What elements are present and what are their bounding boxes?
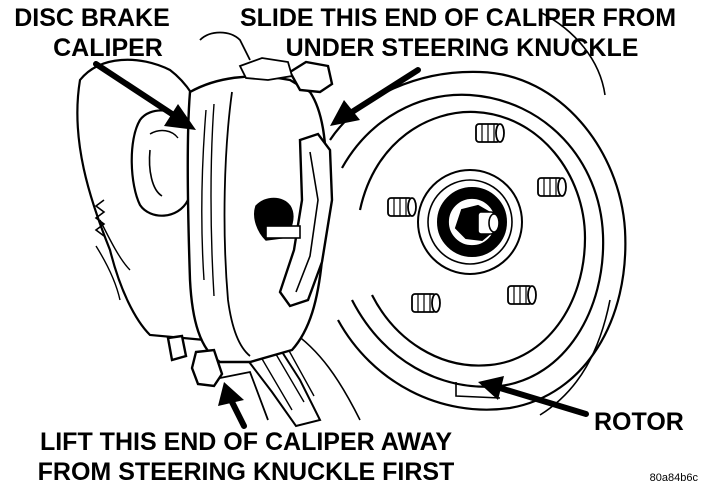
knuckle-lines bbox=[149, 129, 179, 139]
rotor-hat-edge bbox=[358, 110, 587, 367]
thumbnail bbox=[148, 149, 163, 197]
label-slide-line-2: UNDER STEERING KNUCKLE bbox=[285, 34, 639, 62]
wheel-stud-right bbox=[537, 177, 567, 197]
rotor-inner-edge bbox=[341, 93, 605, 388]
wheel-stud-bottom-right bbox=[507, 285, 537, 305]
label-rotor: ROTOR bbox=[594, 408, 684, 436]
figure-code: 80a84b6c bbox=[649, 472, 698, 484]
rotor-outer-edge bbox=[329, 70, 627, 411]
label-slide-line-1: SLIDE THIS END OF CALIPER FROM bbox=[239, 4, 677, 32]
glove-cuff bbox=[199, 31, 251, 61]
arrow-caliper bbox=[93, 61, 196, 130]
label-caliper: CALIPER bbox=[53, 34, 163, 62]
caliper-serration bbox=[94, 199, 106, 237]
label-disc-brake: DISC BRAKE bbox=[14, 4, 170, 32]
wheel-stud-bottom-left bbox=[411, 293, 441, 313]
label-lift-line-1: LIFT THIS END OF CALIPER AWAY bbox=[39, 428, 453, 456]
hub bbox=[417, 169, 523, 275]
caliper-rim bbox=[223, 91, 251, 357]
wheel-studs bbox=[387, 123, 567, 313]
caliper-lower-tab bbox=[166, 334, 188, 362]
spindle-tip bbox=[488, 213, 500, 233]
wheel-arc bbox=[539, 11, 606, 96]
rotor-shadow-line bbox=[455, 382, 501, 399]
caliper-ridges bbox=[201, 103, 215, 297]
wheel-stud-left bbox=[387, 197, 417, 217]
arrow-rotor bbox=[478, 376, 589, 417]
caliper bbox=[94, 57, 334, 388]
caliper-lower-ear bbox=[190, 348, 224, 388]
caliper-upper-ear bbox=[288, 60, 334, 94]
rotor-assembly bbox=[329, 11, 627, 416]
label-lift-line-2: FROM STEERING KNUCKLE FIRST bbox=[37, 458, 455, 486]
arrow-slide-end bbox=[330, 67, 421, 126]
pointer-arrows bbox=[93, 61, 589, 429]
brake-pad-lining bbox=[295, 151, 319, 293]
anti-rattle-clip bbox=[265, 225, 301, 239]
arrow-lift-end bbox=[218, 382, 247, 429]
finger-edge-2 bbox=[95, 245, 121, 301]
caliper-upper-ear-2 bbox=[238, 57, 294, 81]
wheel-arc-lower bbox=[539, 299, 611, 416]
wheel-stud-top bbox=[475, 123, 505, 143]
